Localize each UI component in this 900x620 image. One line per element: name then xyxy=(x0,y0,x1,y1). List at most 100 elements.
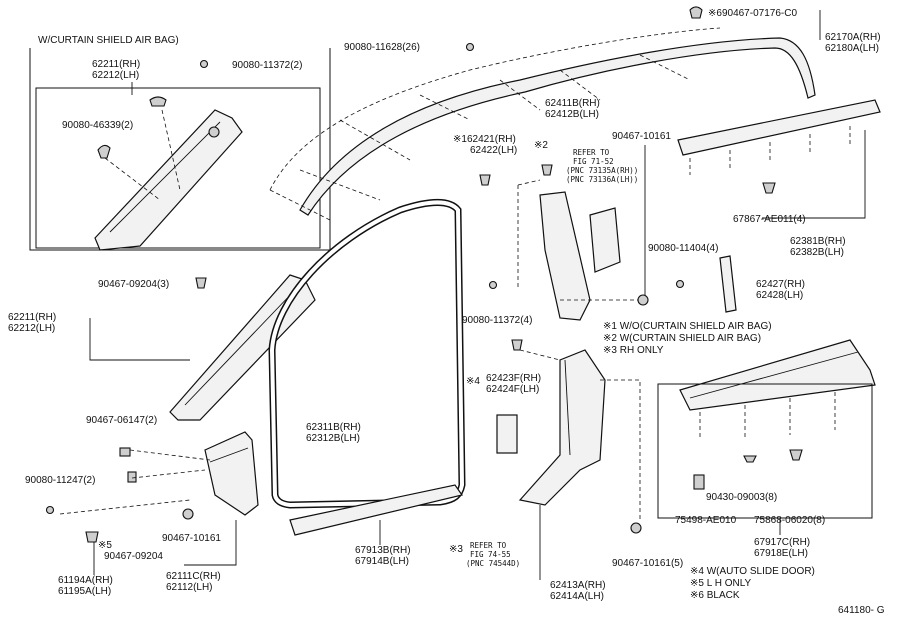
label-mark4: ※4 xyxy=(466,376,480,387)
roof-side-moulding xyxy=(677,99,881,156)
cap-90467-06147 xyxy=(119,447,131,457)
label-62422: 62422(LH) xyxy=(470,145,517,156)
scuff-dashes xyxy=(699,392,836,440)
inset-leaders xyxy=(104,109,181,201)
inset-frame xyxy=(29,48,331,251)
screw-90080-11404 xyxy=(675,279,685,289)
label-62211-mid: 62211(RH) xyxy=(8,312,56,323)
label-mark2: ※2 xyxy=(534,140,548,151)
pillar-cover-73135 xyxy=(589,207,621,273)
nut-90430-09003 xyxy=(743,455,757,463)
label-62421: ※162421(RH) xyxy=(453,134,516,145)
clip-62422 xyxy=(541,164,553,176)
label-90080-11372-2: 90080-11372(2) xyxy=(232,60,302,71)
label-90467-10161-low: 90467-10161 xyxy=(162,533,221,544)
bracket-62381 xyxy=(762,130,866,219)
label-90080-46339: 90080-46339(2) xyxy=(62,120,133,131)
label-62212-mid: 62212(LH) xyxy=(8,323,55,334)
curtain-shield-inset: W/CURTAIN SHIELD AIR BAG) xyxy=(29,35,331,251)
label-62312B: 62312B(LH) xyxy=(306,433,360,444)
scuff-ridge xyxy=(689,351,859,399)
screw-90080-11372-4 xyxy=(488,280,498,290)
label-62311B: 62311B(RH) xyxy=(306,422,361,433)
refer1-line2: FIG 71-52 xyxy=(573,157,614,166)
screw-90080-11372 xyxy=(199,59,209,69)
note-5: ※5 L H ONLY xyxy=(690,578,752,589)
refer1-line3: (PNC 73135A(RH)) xyxy=(566,166,638,175)
clip-75498-AE010 xyxy=(693,474,705,490)
refer1-line4: (PNC 73136A(LH)) xyxy=(566,175,638,184)
a-pillar-garnish-main xyxy=(169,274,316,421)
clip-left xyxy=(97,144,111,159)
pillar-edge-line xyxy=(109,121,221,233)
rear-scuff-plate xyxy=(679,339,876,490)
label-62423: 62423F(RH) xyxy=(486,373,541,384)
label-62212-top: 62212(LH) xyxy=(92,70,139,81)
center-pillar-garnish-upper xyxy=(539,191,591,321)
note-6: ※6 BLACK xyxy=(690,590,740,601)
cowl-side-trim-62111C xyxy=(204,431,259,516)
label-61195A: 61195A(LH) xyxy=(58,586,111,597)
clip-90467-09204-3 xyxy=(195,277,207,289)
diagram-id: 641180- G xyxy=(838,605,885,616)
label-90467-10161-top: 90467-10161 xyxy=(612,131,671,142)
center-pillar-lower xyxy=(496,339,642,534)
label-90467-10161-5: 90467-10161(5) xyxy=(612,558,683,569)
label-62111C: 62111C(RH) xyxy=(166,571,221,582)
weatherstrip-inner xyxy=(269,200,465,508)
label-90080-11372-4: 90080-11372(4) xyxy=(462,315,532,326)
refer1-line1: REFER TO xyxy=(573,148,610,157)
label-67917C: 67917C(RH) xyxy=(754,537,810,548)
rail-dashes xyxy=(269,54,691,221)
scuff-plate-67913B xyxy=(289,484,463,536)
label-62381B: 62381B(RH) xyxy=(790,236,846,247)
label-62211-top: 62211(RH) xyxy=(92,59,140,70)
lower-pillar-edge xyxy=(564,359,571,456)
clip-inset xyxy=(208,126,220,138)
label-90080-11404: 90080-11404(4) xyxy=(648,243,718,254)
clip-upper xyxy=(149,96,167,107)
clip-90467-10161-5 xyxy=(630,522,642,534)
trim-62427 xyxy=(719,255,737,313)
label-90467-06147: 90467-06147(2) xyxy=(86,415,157,426)
cowl-side-trim xyxy=(45,431,259,543)
label-90467-09204-3: 90467-09204(3) xyxy=(98,279,169,290)
label-62411B: 62411B(RH) xyxy=(545,98,600,109)
label-62424: 62424F(LH) xyxy=(486,384,539,395)
bracket-62111C xyxy=(184,520,237,566)
curtain-shield-airbag xyxy=(299,37,816,216)
label-90467-09204: 90467-09204 xyxy=(104,551,163,562)
label-62414A: 62414A(LH) xyxy=(550,591,604,602)
rail-outline-dash xyxy=(269,27,721,191)
clip-90467-10161-top xyxy=(637,294,649,306)
scuff-plate-67917C xyxy=(679,339,876,411)
note-4: ※4 W(AUTO SLIDE DOOR) xyxy=(690,566,815,577)
refer2-line1: REFER TO xyxy=(470,541,507,550)
label-90080-11628: 90080-11628(26) xyxy=(344,42,420,53)
label-67867: 67867-AE011(4) xyxy=(733,214,806,225)
clip-67867 xyxy=(762,182,776,194)
clip-75868-06020 xyxy=(789,449,803,461)
a-pillar-garnish-inset xyxy=(94,109,243,251)
label-62170A: 62170A(RH) xyxy=(825,32,881,43)
label-90080-11247: 90080-11247(2) xyxy=(25,475,95,486)
label-90430-09003: 90430-09003(8) xyxy=(706,492,777,503)
center-pillar-garnish-lower xyxy=(518,349,606,506)
clip-75498-left xyxy=(127,471,137,483)
label-62427: 62427(RH) xyxy=(756,279,805,290)
bolt-90080-11628 xyxy=(465,42,475,52)
note-3: ※3 RH ONLY xyxy=(603,345,664,356)
trim-bar-dashes xyxy=(689,126,851,175)
center-pillar-upper xyxy=(479,164,649,321)
clip-62423 xyxy=(511,339,523,351)
garnish-edge xyxy=(184,289,296,406)
cowl-ridge xyxy=(209,447,249,463)
label-67913B: 67913B(RH) xyxy=(355,545,411,556)
roof-side-rail xyxy=(269,6,816,221)
label-62412B: 62412B(LH) xyxy=(545,109,599,120)
inset-inner-frame xyxy=(35,87,321,249)
a-pillar-garnish xyxy=(169,274,316,421)
refer2-line3: (PNC 74544D) xyxy=(466,559,520,568)
